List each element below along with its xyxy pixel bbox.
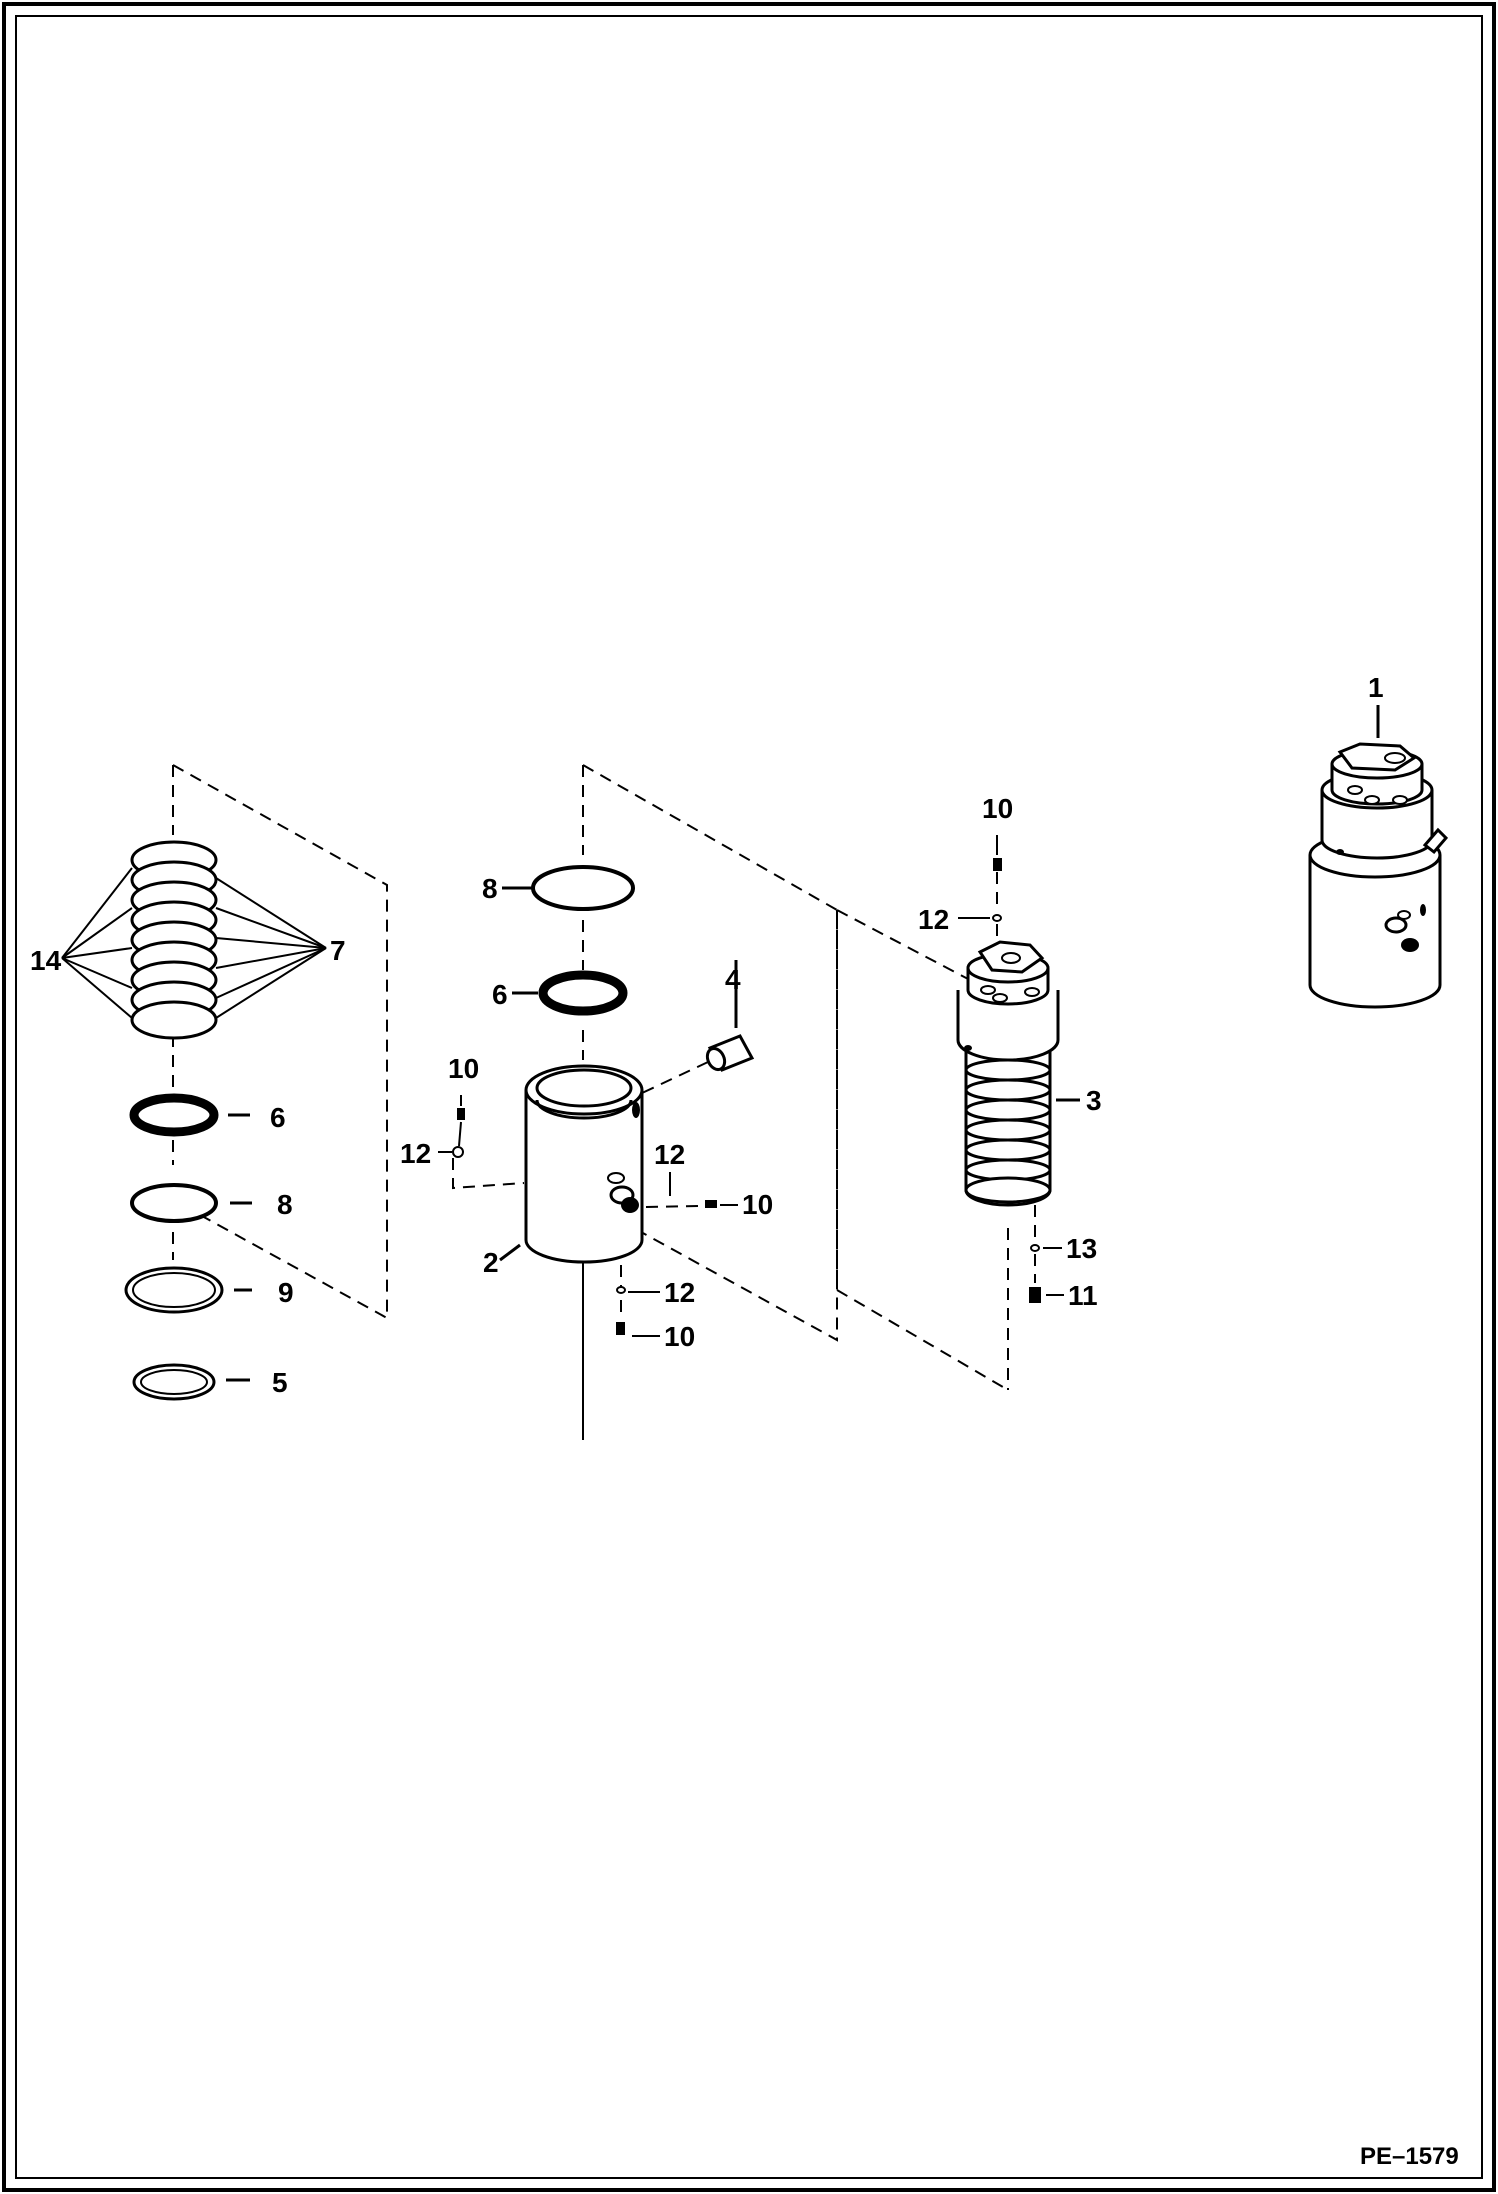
o-ring-6-mid <box>538 970 628 1016</box>
seal-12-right <box>992 914 1002 922</box>
callout-10-mid-top: 10 <box>448 1053 479 1084</box>
callout-12-right: 12 <box>918 904 949 935</box>
callout-10-mid-bottom: 10 <box>664 1321 695 1352</box>
plug-10-mid-top <box>457 1108 465 1120</box>
callout-13: 13 <box>1066 1233 1097 1264</box>
seal-12-mid-left <box>452 1146 464 1158</box>
ring-5 <box>132 1363 216 1401</box>
callout-2: 2 <box>483 1247 499 1278</box>
plug-10-right <box>993 858 1002 871</box>
callout-6-left: 6 <box>270 1102 286 1133</box>
plug-11 <box>1029 1287 1041 1303</box>
callout-3: 3 <box>1086 1085 1102 1116</box>
leader-7 <box>215 877 327 1019</box>
callout-8-left: 8 <box>277 1189 293 1220</box>
seal-12-mid-bottom <box>616 1286 626 1294</box>
figure-reference: PE–1579 <box>1360 2143 1459 2170</box>
middle-dashed-plane <box>582 764 838 1342</box>
plug-10-mid-side <box>705 1200 717 1208</box>
ring-9 <box>124 1266 224 1314</box>
spindle-group: 10 12 3 13 11 <box>836 793 1102 1391</box>
swivel-assembly: 1 <box>1308 672 1449 1009</box>
callout-11: 11 <box>1068 1280 1098 1311</box>
housing-group: 8 6 4 10 12 12 10 2 12 10 <box>400 764 838 1440</box>
seal-ring-stack <box>130 840 218 1040</box>
leader-14 <box>61 867 133 1019</box>
swivel-housing <box>524 1064 644 1264</box>
callout-12-mid-side: 12 <box>654 1139 685 1170</box>
swivel-spindle <box>956 940 1060 1207</box>
callout-12-mid-left: 12 <box>400 1138 431 1169</box>
left-dashed-plane <box>172 764 388 1320</box>
backup-ring-8-left <box>130 1183 218 1223</box>
seal-kit-group: 14 7 6 8 9 5 <box>30 764 388 1401</box>
page-inner-border <box>15 15 1483 2179</box>
plug-10-mid-bottom <box>616 1322 625 1335</box>
callout-7: 7 <box>330 935 346 966</box>
callout-5: 5 <box>272 1367 288 1398</box>
callout-10-mid-side: 10 <box>742 1189 773 1220</box>
o-ring-6-left <box>129 1093 219 1137</box>
seal-13 <box>1030 1244 1040 1252</box>
callout-10-right: 10 <box>982 793 1013 824</box>
backup-ring-8-mid <box>531 865 635 911</box>
callout-1: 1 <box>1368 672 1384 703</box>
callout-12-mid-bottom: 12 <box>664 1277 695 1308</box>
callout-4: 4 <box>725 964 741 995</box>
fitting-4 <box>639 960 755 1095</box>
callout-9: 9 <box>278 1277 294 1308</box>
callout-6-mid: 6 <box>492 979 508 1010</box>
callout-14: 14 <box>30 945 62 976</box>
callout-8-mid: 8 <box>482 873 498 904</box>
